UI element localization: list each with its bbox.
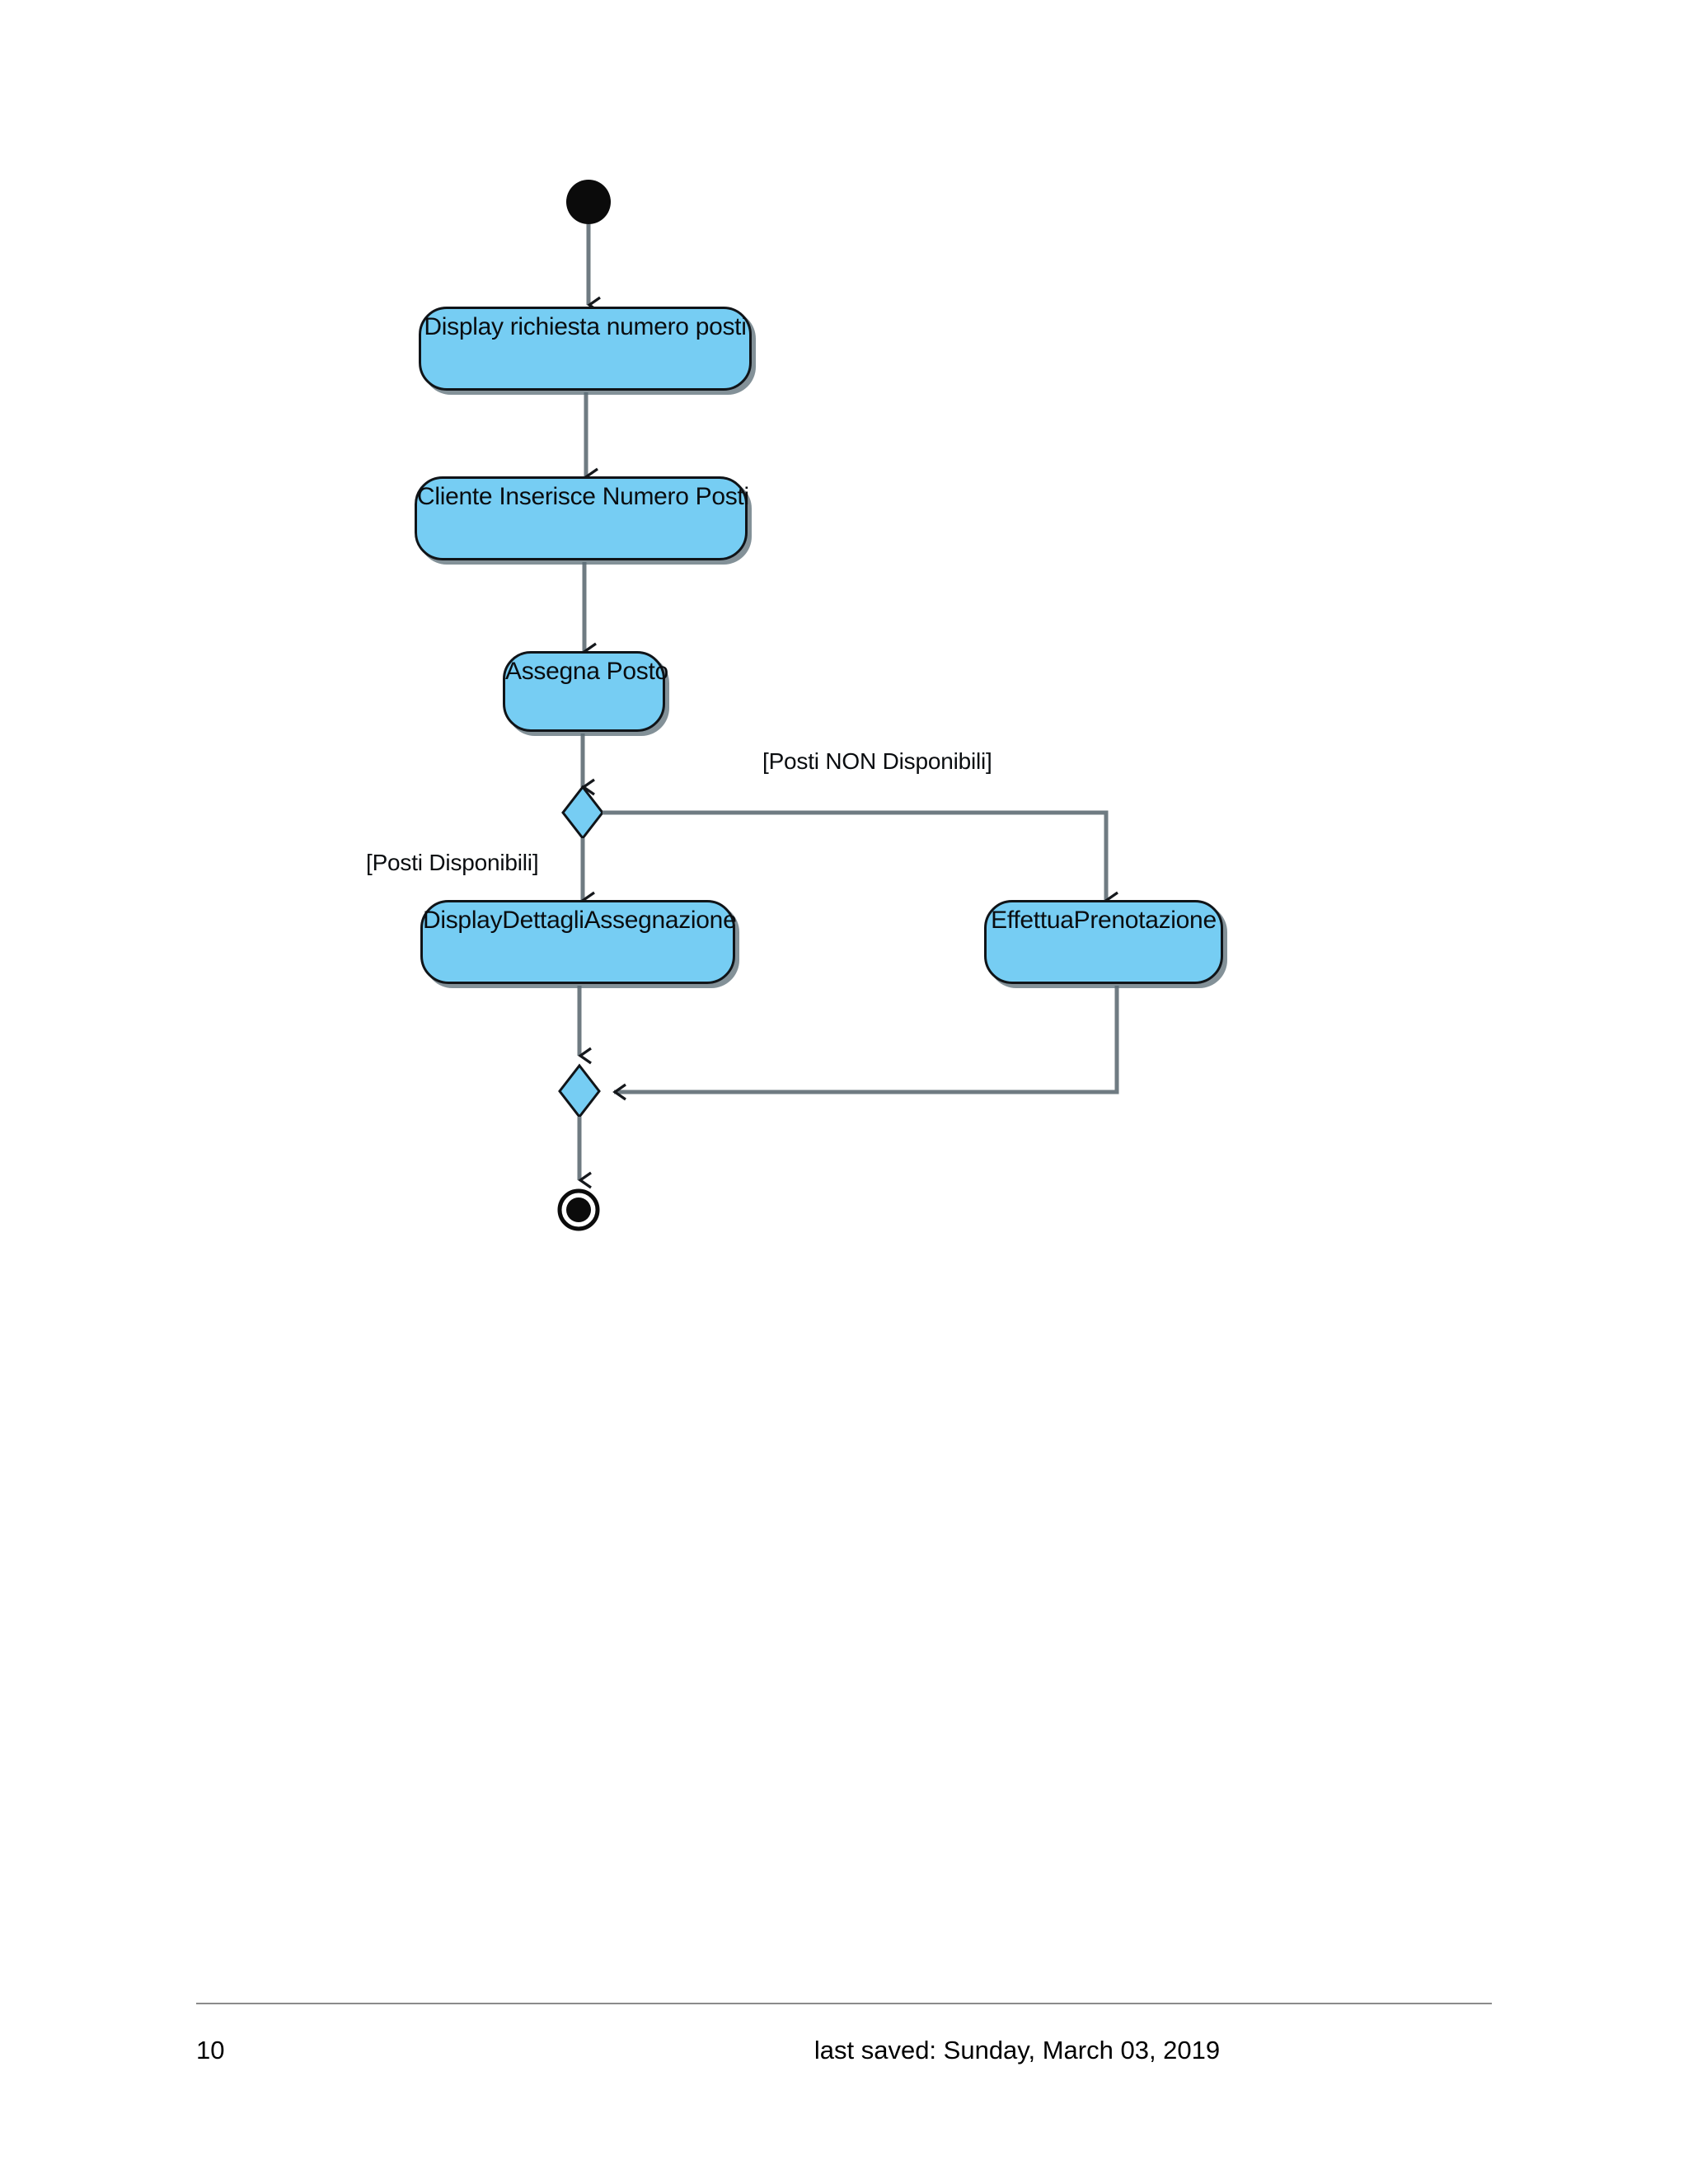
action-label-effettua-prenotazione: EffettuaPrenotazione: [991, 907, 1217, 934]
action-node-assegna-posto[interactable]: Assegna Posto: [503, 651, 668, 732]
action-node-display-dettagli[interactable]: DisplayDettagliAssegnazione: [420, 900, 737, 984]
merge-node: [558, 1063, 601, 1119]
action-label-display-dettagli: DisplayDettagliAssegnazione: [423, 907, 737, 934]
page-footer: 10 last saved: Sunday, March 03, 2019: [0, 2003, 1688, 2102]
action-node-cliente-inserisce[interactable]: Cliente Inserisce Numero Posti: [415, 476, 749, 560]
final-node-inner-dot: [566, 1197, 591, 1222]
initial-node: [566, 180, 611, 224]
action-label-cliente-inserisce: Cliente Inserisce Numero Posti: [417, 483, 749, 510]
flow-effettua-to-merge: [612, 986, 1119, 1101]
decision-node: [561, 785, 604, 841]
diagram-connectors: [557, 180, 1119, 1231]
guard-label-posti-non-disponibili: [Posti NON Disponibili]: [762, 748, 992, 774]
action-node-effettua-prenotazione[interactable]: EffettuaPrenotazione: [984, 900, 1223, 984]
footer-last-saved: last saved: Sunday, March 03, 2019: [814, 2036, 1221, 2064]
flow-decision-to-effettua: [603, 810, 1118, 909]
activity-diagram: Display richiesta numero posti Cliente I…: [366, 180, 1223, 1231]
guard-label-posti-disponibili: [Posti Disponibili]: [366, 850, 539, 875]
action-node-display-richiesta[interactable]: Display richiesta numero posti: [419, 307, 752, 391]
action-label-display-richiesta: Display richiesta numero posti: [424, 313, 747, 340]
action-label-assegna-posto: Assegna Posto: [505, 658, 668, 685]
footer-page-number: 10: [196, 2036, 225, 2064]
footer-divider: [196, 2003, 1492, 2004]
